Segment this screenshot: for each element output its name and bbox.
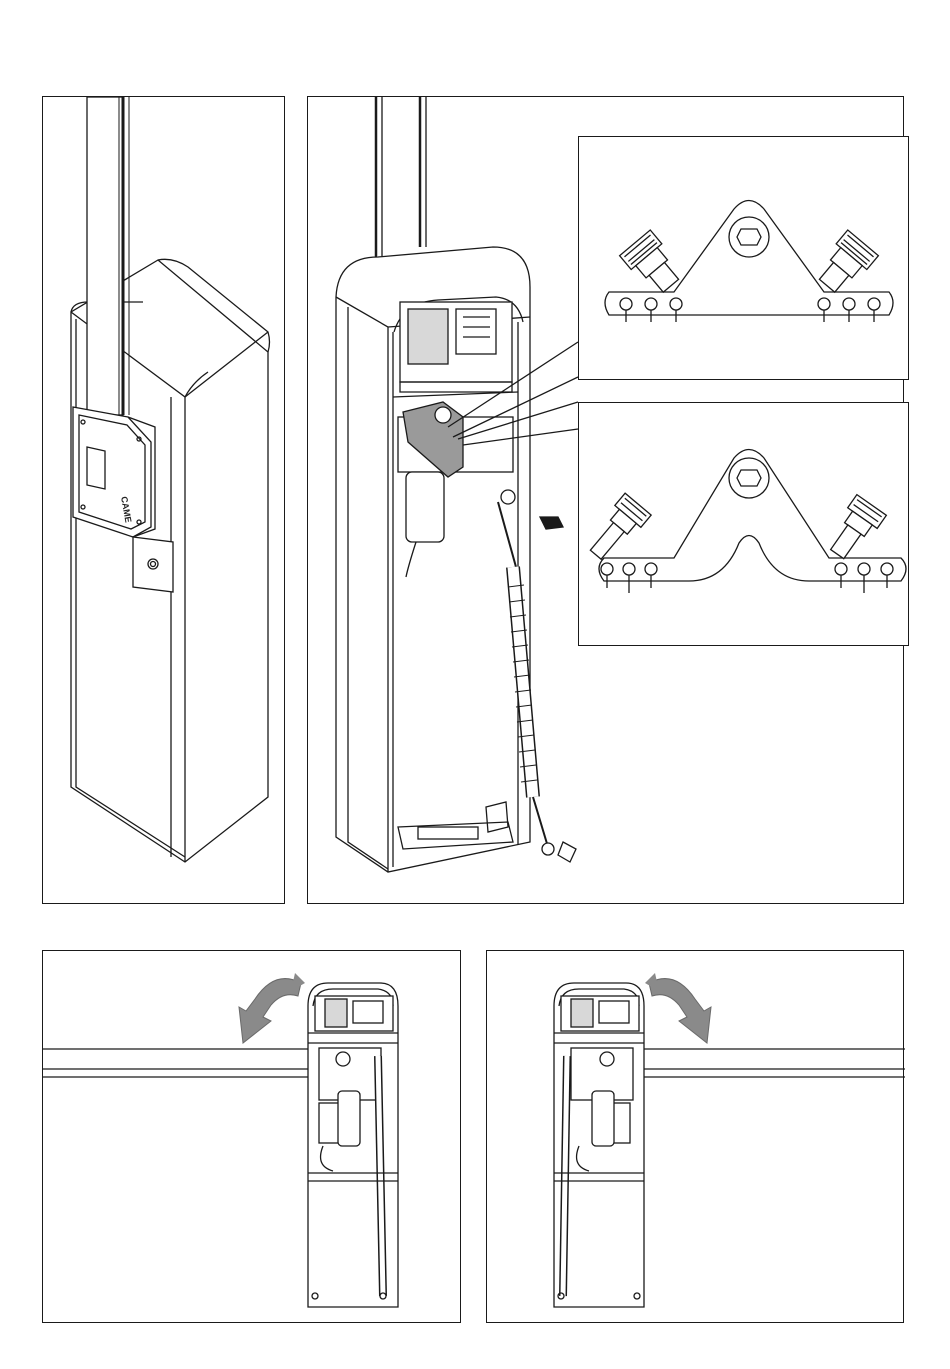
- lever-detail-top: [578, 136, 909, 380]
- open-right-view-panel: [486, 950, 904, 1323]
- lever-detail-top-drawing: [579, 137, 910, 381]
- exterior-view-panel: CAME: [42, 96, 285, 904]
- lever-detail-bottom-drawing: [579, 403, 910, 647]
- open-right-view-drawing: [487, 951, 905, 1324]
- lever-detail-bottom: [578, 402, 909, 646]
- open-left-view-drawing: [43, 951, 462, 1324]
- exterior-view-drawing: CAME: [43, 97, 286, 905]
- open-left-view-panel: [42, 950, 461, 1323]
